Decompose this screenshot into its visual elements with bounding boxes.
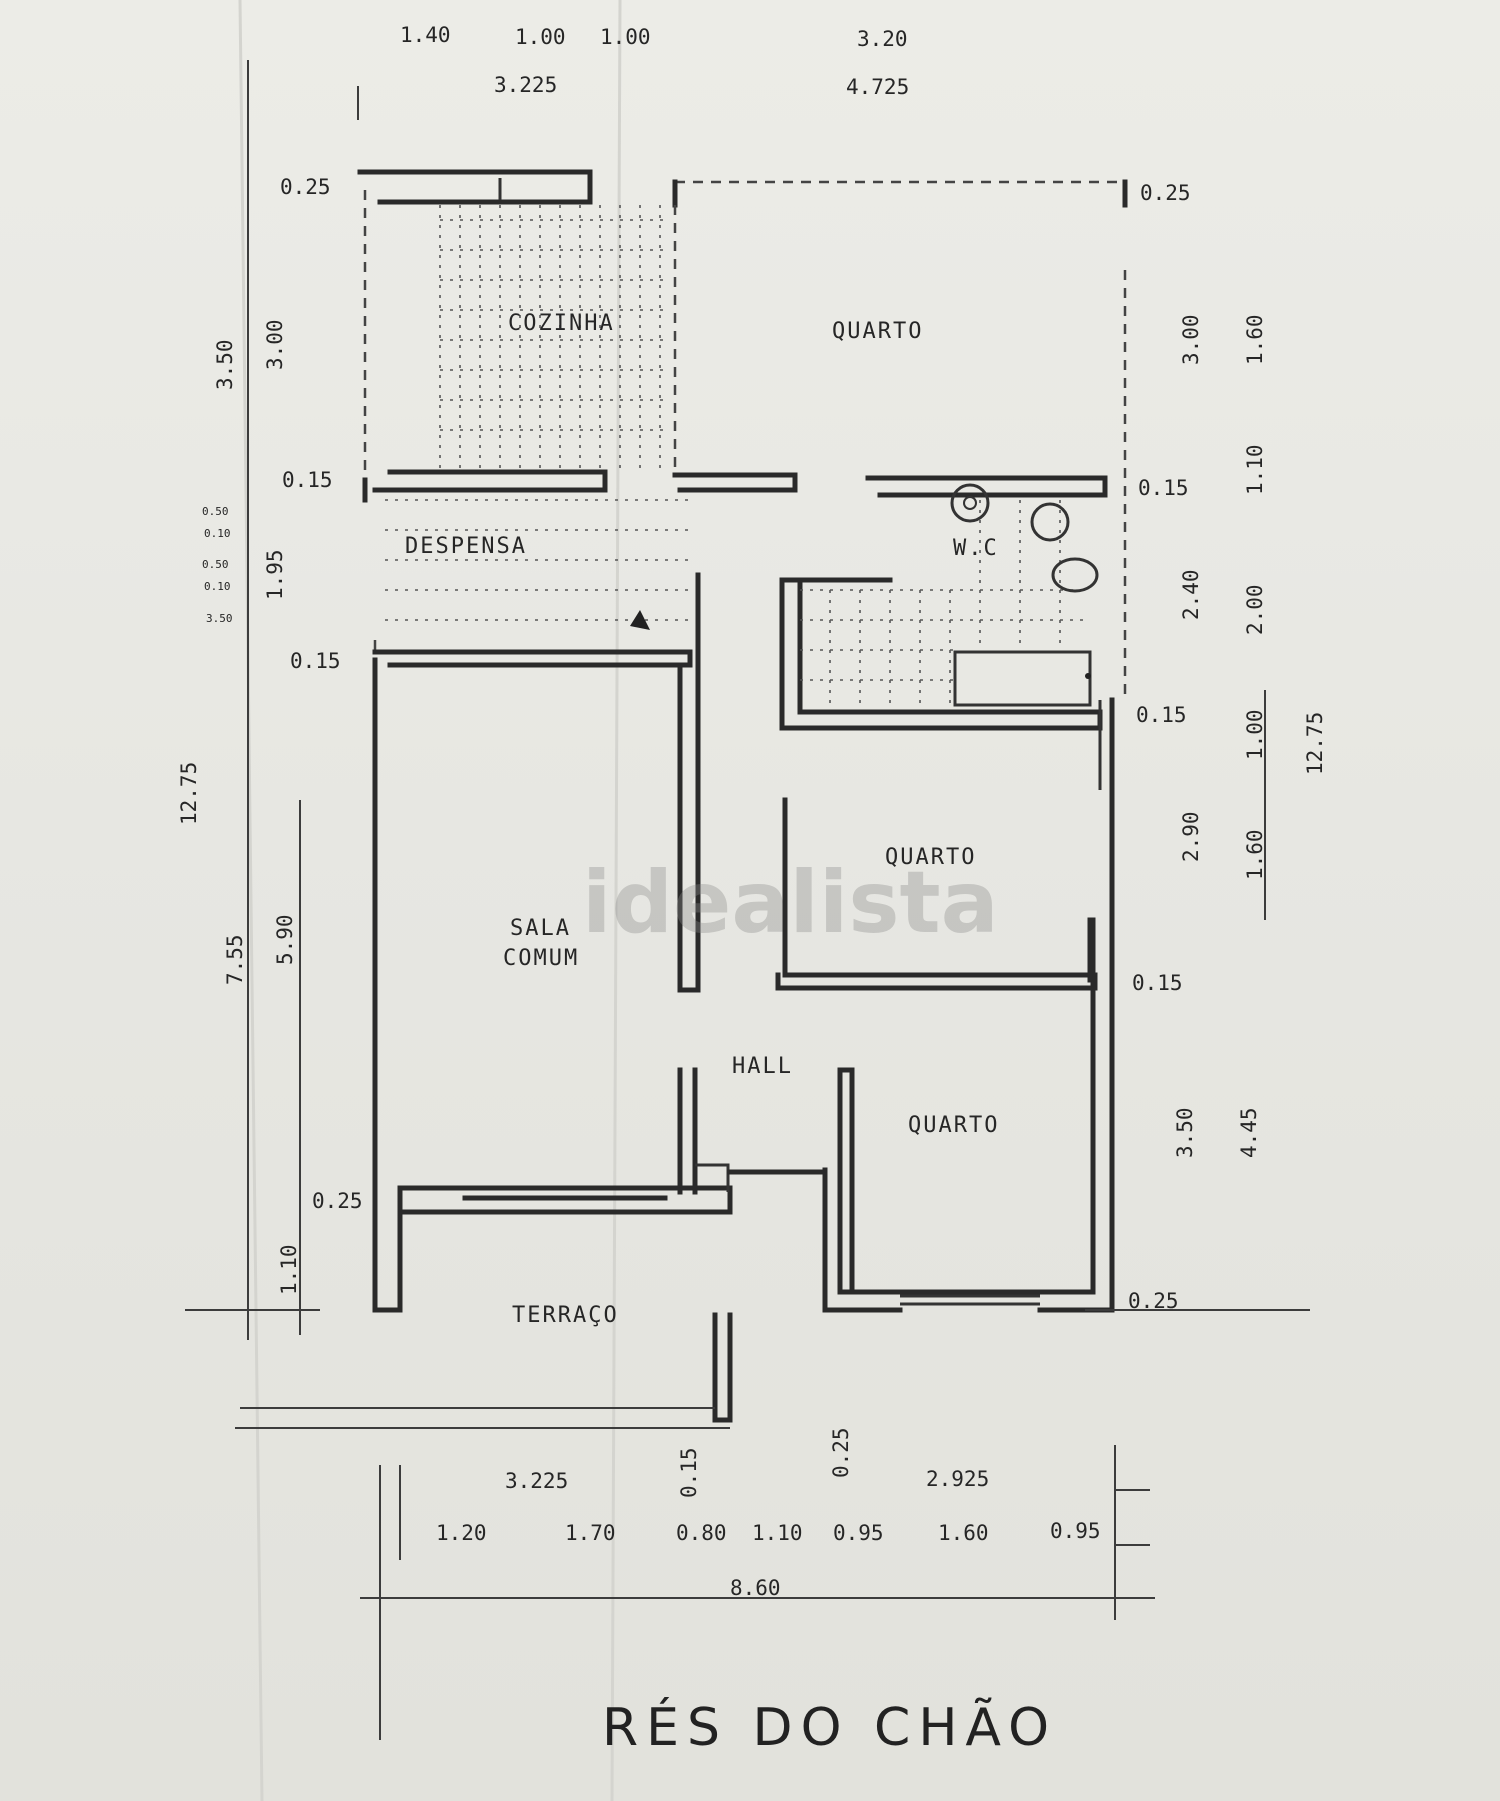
dim-left-inner-1: 3.00 [263,319,287,370]
outer-walls [357,169,1128,1313]
dim-right-inner-5: 0.15 [1132,971,1183,995]
dim-left-total: 12.75 [177,762,201,825]
dim-left-lower-3: 1.10 [277,1244,301,1295]
room-label-quarto-mid: QUARTO [885,845,976,870]
room-label-hall: HALL [732,1054,793,1079]
dim-right-outer-0: 1.60 [1243,314,1267,365]
room-label-quarto-bottom: QUARTO [908,1113,999,1138]
dimension-lines [185,60,1310,1740]
room-label-cozinha: COZINHA [508,311,615,336]
dim-left-inner-2: 0.15 [282,468,333,492]
dim-left-inner-3: 1.95 [263,549,287,600]
dim-bottom-row2-3: 1.10 [752,1521,803,1545]
dim-right-inner-2: 2.40 [1179,569,1203,620]
dim-bottom-row2-4: 0.95 [833,1521,884,1545]
dim-top-row1-d: 3.20 [857,27,908,51]
dim-right-inner-1: 0.15 [1138,476,1189,500]
dims-right: 3.00 0.15 2.40 0.15 2.90 0.15 3.50 0.25 … [1128,314,1327,1313]
dim-right-outer-4: 1.60 [1243,829,1267,880]
dim-top-row1-a: 1.40 [400,23,451,47]
paper-creases [238,0,622,1801]
dim-right-inner-0: 3.00 [1179,314,1203,365]
dim-right-inner-4: 2.90 [1179,811,1203,862]
dim-right-inner-6: 3.50 [1173,1107,1197,1158]
dim-right-outer-1: 1.10 [1243,444,1267,495]
dim-bottom-row1-3: 2.925 [926,1467,989,1491]
dim-top-row2-b: 4.725 [846,75,909,99]
dim-bottom-row1-2: 0.25 [829,1427,853,1478]
dim-top-row2-a: 3.225 [494,73,557,97]
wc-fixtures [950,483,1099,679]
dim-right-outer-5: 4.45 [1237,1107,1261,1158]
dim-right-inner-3: 0.15 [1136,703,1187,727]
kitchen-tiles [439,205,670,468]
dim-bottom-row2-0: 1.20 [436,1521,487,1545]
dim-bottom-row2-2: 0.80 [676,1521,727,1545]
dim-left-small-2: 0.50 [202,558,229,571]
dim-left-lower-0: 7.55 [223,934,247,985]
room-labels: COZINHA QUARTO DESPENSA W.C QUARTO SALA … [405,311,999,1328]
despensa-tiles [385,499,690,621]
dim-left-small-1: 0.10 [204,527,231,540]
room-label-wc: W.C [953,536,999,561]
dim-left-small-4: 3.50 [206,612,233,625]
watermark: idealista [582,853,999,953]
floor-title: RÉS DO CHÃO [602,1697,1057,1758]
dim-bottom-row2-5: 1.60 [938,1521,989,1545]
dim-bottom-row2-1: 1.70 [565,1521,616,1545]
dim-left-small-0: 0.50 [202,505,229,518]
dim-right-inner-7: 0.25 [1128,1289,1179,1313]
dim-right-outer-2: 2.00 [1243,584,1267,635]
dims-top: 1.40 1.00 1.00 3.20 3.225 4.725 0.25 0.2… [280,23,1191,205]
dim-bottom-row1-0: 3.225 [505,1469,568,1493]
room-label-sala-line1: SALA [510,916,571,941]
dim-left-lower-2: 0.25 [312,1189,363,1213]
dim-left-inner-0: 3.50 [213,339,237,390]
dim-bottom-total: 8.60 [730,1576,781,1600]
dim-left-inner-4: 0.15 [290,649,341,673]
dim-top-left-wall: 0.25 [280,175,331,199]
room-label-despensa: DESPENSA [405,534,527,559]
dim-right-total: 12.75 [1303,712,1327,775]
interior-walls [235,205,1108,1429]
room-label-sala-line2: COMUM [503,946,579,971]
dim-bottom-row1-1: 0.15 [677,1447,701,1498]
dim-top-row1-c: 1.00 [600,25,651,49]
dim-bottom-row2-6: 0.95 [1050,1519,1101,1543]
room-label-quarto-top: QUARTO [832,319,923,344]
wc-tiles [800,500,1090,710]
dim-right-outer-3: 1.00 [1243,709,1267,760]
stair-arrow-icon [630,610,650,630]
dims-bottom: 3.225 0.15 0.25 2.925 1.20 1.70 0.80 1.1… [436,1427,1101,1600]
dim-top-right-wall: 0.25 [1140,181,1191,205]
dim-left-lower-1: 5.90 [273,914,297,965]
dim-top-row1-b: 1.00 [515,25,566,49]
dims-left: 3.50 3.00 0.15 1.95 0.15 0.50 0.10 0.50 … [177,319,363,1295]
room-label-terraco: TERRAÇO [512,1303,619,1328]
dim-left-small-3: 0.10 [204,580,231,593]
